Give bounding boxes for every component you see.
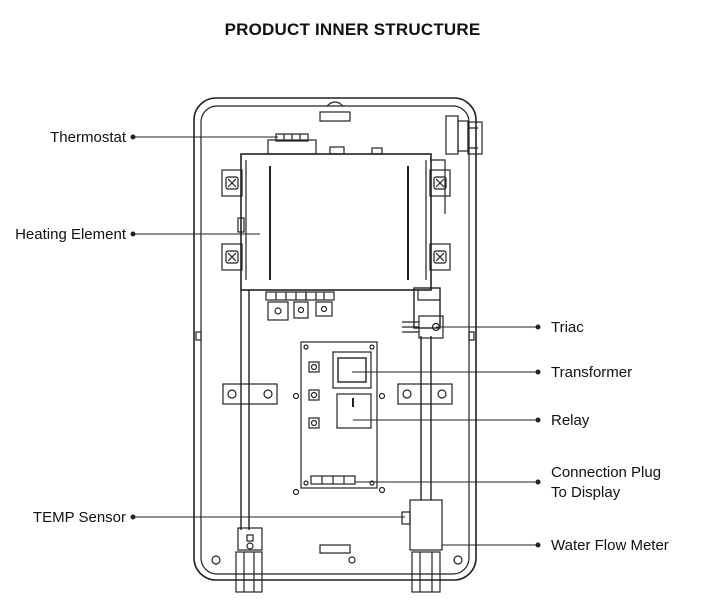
mounting-bars	[222, 383, 453, 405]
control-board	[292, 341, 386, 496]
element-terminals	[265, 291, 335, 321]
temp-sensor-component	[235, 527, 263, 593]
label-connection-plug-line1: Connection Plug	[551, 464, 662, 481]
label-thermostat: Thermostat	[50, 129, 126, 146]
label-temp-sensor: TEMP Sensor	[32, 509, 126, 526]
side-brackets	[221, 169, 451, 271]
side-clip	[445, 115, 483, 155]
label-water-flow-meter: Water Flow Meter	[551, 537, 669, 554]
label-heating-element: Heating Element	[15, 226, 126, 243]
leader-lines	[130, 134, 541, 548]
heating-element-block	[237, 153, 446, 301]
label-connection-plug-line2: To Display	[551, 484, 621, 501]
label-relay: Relay	[551, 412, 590, 429]
diagram-title: PRODUCT INNER STRUCTURE	[224, 20, 481, 39]
water-flow-meter-component	[401, 499, 443, 593]
label-transformer: Transformer	[551, 364, 633, 381]
label-triac: Triac	[551, 319, 584, 336]
water-pipes	[240, 287, 441, 530]
heater-casing	[193, 97, 477, 581]
thermostat-component	[267, 133, 383, 155]
